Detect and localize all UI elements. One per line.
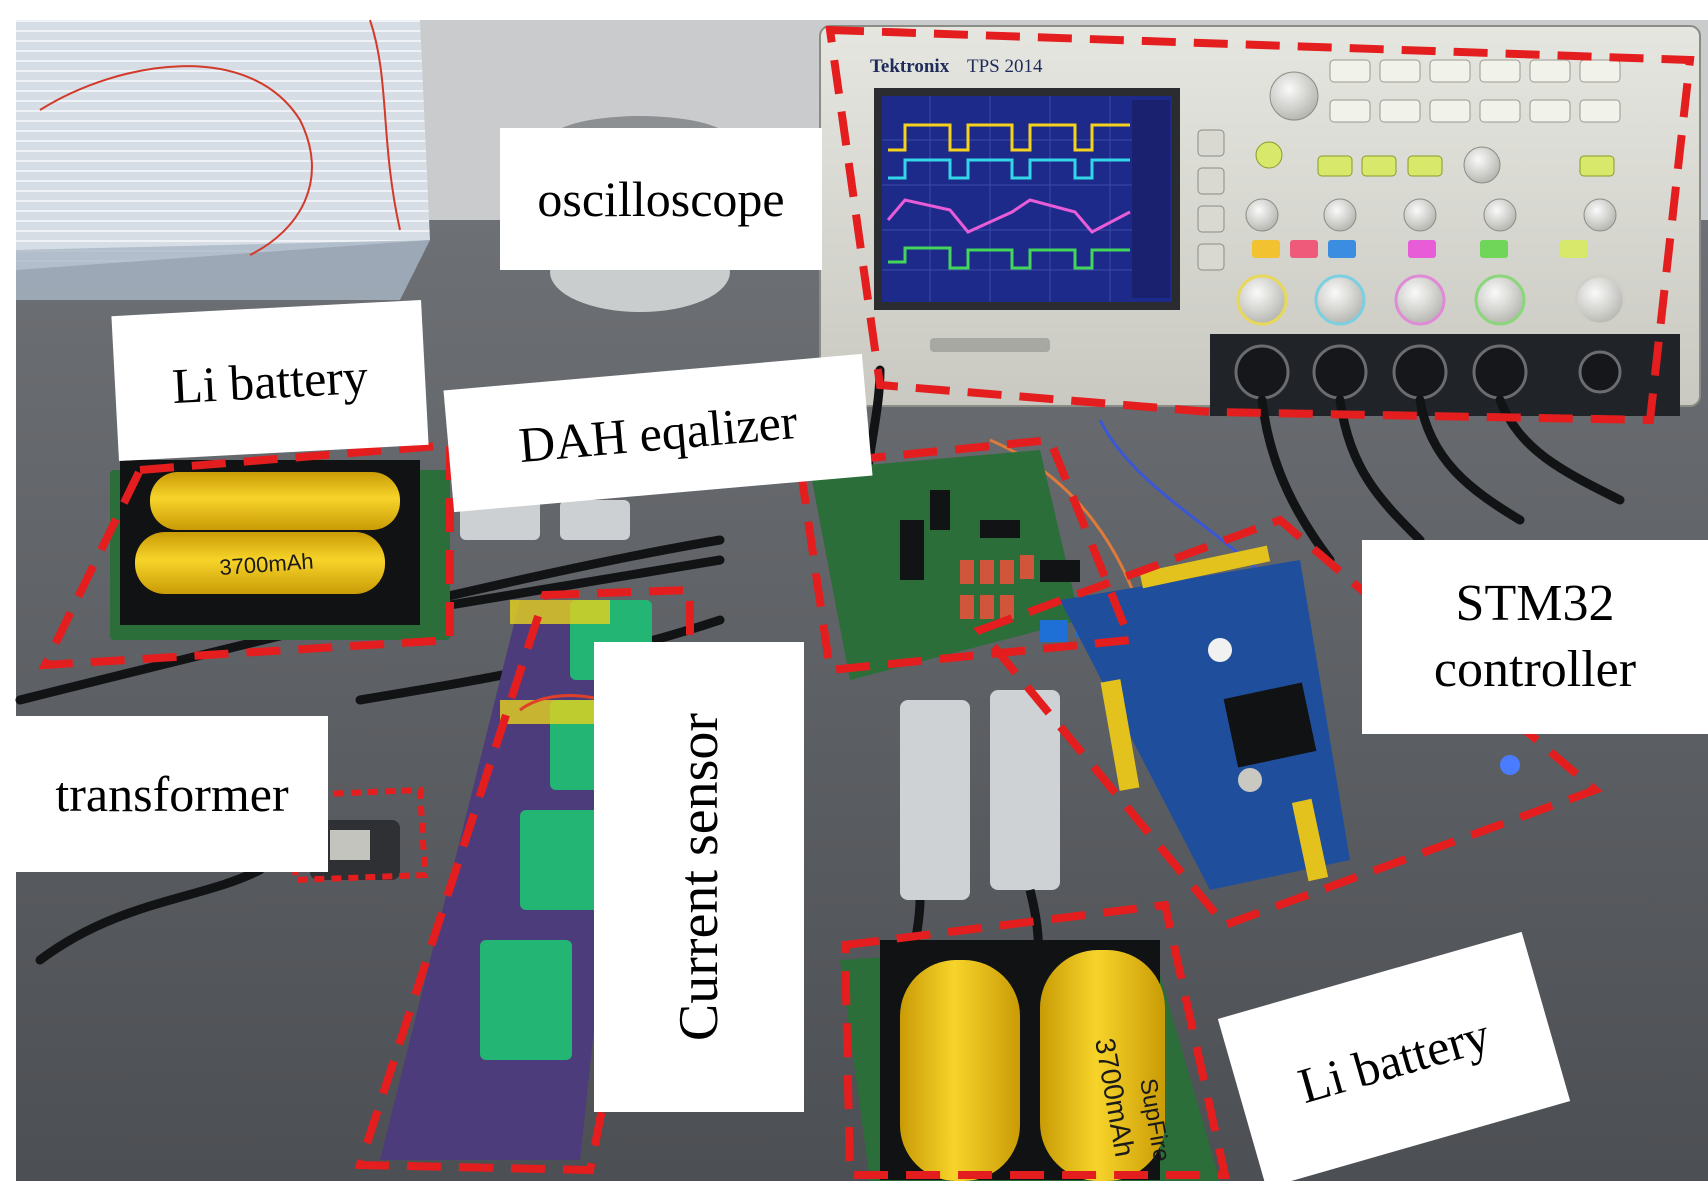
osc-model: TPS 2014 [967,56,1043,77]
trace-yellow [888,123,1130,152]
highlight-outlines [38,25,1695,1179]
osc-screen [882,96,1172,302]
li-battery-bottom-device: 3700mAh SupFire [840,940,1220,1181]
battery-cell [135,532,385,594]
outline-stm32 [973,515,1603,930]
trace-green [888,246,1130,270]
stm32-label-line1: STM32 [1455,575,1615,632]
li-battery-top-label: Li battery [111,299,429,462]
stm32-controller-label: STM32 controller [1362,540,1708,734]
plastic-box [16,19,430,300]
image-border [0,0,16,1181]
oscilloscope-label: oscilloscope [500,128,822,270]
current-sensor-label: Current sensor [594,642,804,1112]
trace-cyan [888,158,1130,180]
current-sensor-module [520,810,602,910]
fuse-holders [460,500,1060,900]
transformer-device [310,820,400,880]
transformer-label: transformer [16,716,328,872]
li-battery-top-device: 3700mAh [110,460,450,640]
outline-oscilloscope [825,25,1695,425]
battery-cell [150,472,400,530]
battery-cell [1040,950,1165,1181]
oscilloscope-device: Tektronix TPS 2014 [819,25,1701,416]
current-sensor-board [380,600,662,1160]
outline-li-battery-bottom [840,900,1230,1179]
trace-magenta [886,198,1131,234]
current-sensor-label-text: Current sensor [668,712,730,1042]
battery-cell [900,960,1020,1181]
current-sensor-module [480,940,572,1060]
osc-brand: Tektronix [870,56,950,77]
image-border-top [0,0,1708,20]
stm32-label-line2: controller [1433,641,1637,698]
outline-dah-equalizer [795,435,1136,675]
stm32-board [1060,545,1520,890]
